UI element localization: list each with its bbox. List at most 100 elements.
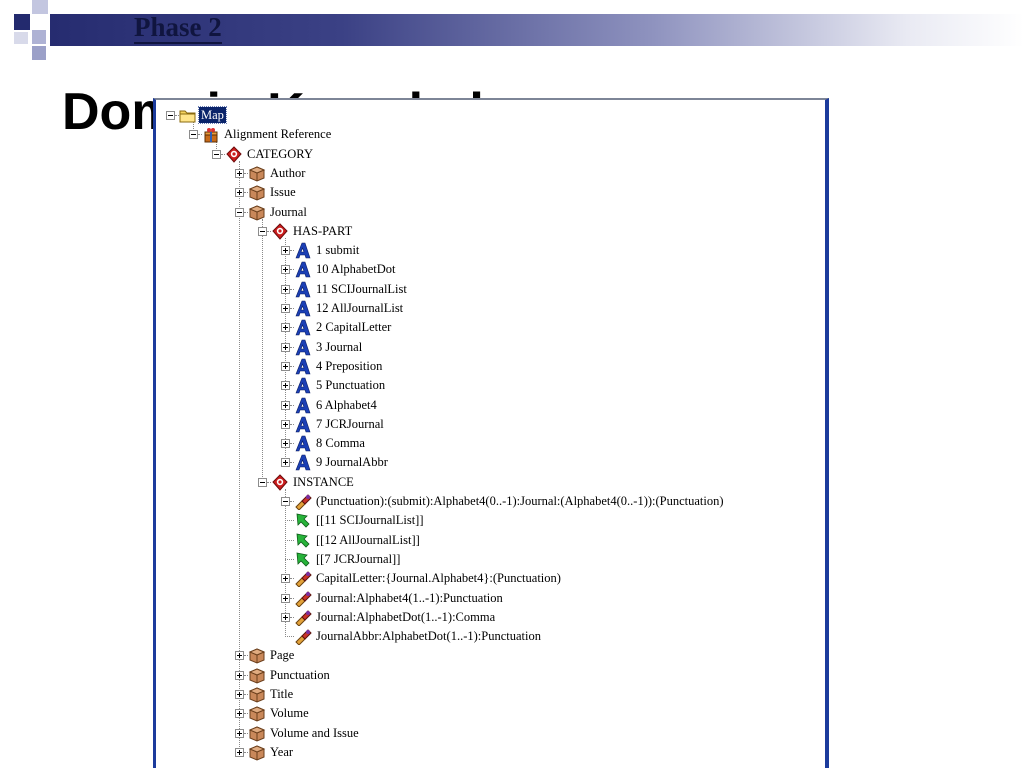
green-arrow-icon — [294, 512, 312, 529]
tree-branch-line — [290, 365, 294, 367]
tree-node-label: 3 Journal — [316, 339, 363, 354]
tree-node-label: 1 submit — [316, 243, 360, 258]
tree-node[interactable]: 7 JCRJournal — [162, 415, 822, 434]
expand-toggle[interactable] — [281, 342, 290, 352]
tree-node[interactable]: Volume and Issue — [162, 724, 822, 743]
expand-toggle[interactable] — [281, 284, 290, 294]
expand-toggle[interactable] — [281, 574, 290, 584]
tree-node[interactable]: Alignment Reference — [162, 125, 822, 144]
tree-node-label: 6 Alphabet4 — [316, 397, 377, 412]
tree-node[interactable]: (Punctuation):(submit):Alphabet4(0..-1):… — [162, 492, 822, 511]
tree-node[interactable]: 1 submit — [162, 241, 822, 260]
expand-toggle[interactable] — [281, 265, 290, 275]
letter-a-icon — [294, 261, 312, 278]
tree-node[interactable]: 11 SCIJournalList — [162, 280, 822, 299]
tree-node[interactable]: 2 CapitalLetter — [162, 318, 822, 337]
box-icon — [248, 184, 266, 201]
tree-node-label: Title — [270, 687, 294, 701]
tree-node[interactable]: CapitalLetter:{Journal.Alphabet4}:(Punct… — [162, 569, 822, 588]
tree-node-label: Journal:AlphabetDot(1..-1):Comma — [316, 609, 496, 624]
box-icon — [248, 686, 266, 703]
expand-toggle[interactable] — [281, 323, 290, 333]
tree-node[interactable]: Title — [162, 685, 822, 704]
expand-toggle[interactable] — [235, 651, 244, 661]
tree-node[interactable]: Journal:Alphabet4(1..-1):Punctuation — [162, 589, 822, 608]
tree-node-label: Punctuation — [270, 667, 330, 682]
collapse-toggle[interactable] — [166, 111, 175, 120]
tree-branch-line — [290, 288, 294, 290]
expand-toggle[interactable] — [235, 168, 244, 178]
tree-node[interactable]: Punctuation — [162, 666, 822, 685]
tree-branch-line — [244, 694, 248, 695]
letter-a-icon — [294, 416, 312, 433]
expand-toggle[interactable] — [281, 593, 290, 603]
expand-toggle[interactable] — [281, 361, 290, 371]
collapse-toggle[interactable] — [189, 130, 198, 140]
tree-node[interactable]: Map — [162, 106, 822, 125]
expand-toggle[interactable] — [281, 381, 290, 391]
green-arrow-icon — [294, 532, 312, 549]
tree-node[interactable]: [[12 AllJournalList]] — [162, 531, 822, 550]
tree-node[interactable]: 3 Journal — [162, 338, 822, 357]
pattern-icon — [294, 493, 312, 511]
letter-a-icon — [294, 281, 312, 298]
collapse-toggle[interactable] — [258, 226, 267, 236]
expand-toggle[interactable] — [281, 246, 290, 256]
tree-node-label: 9 JournalAbbr — [316, 455, 388, 470]
expand-toggle[interactable] — [281, 419, 290, 429]
tree-branch-line — [285, 539, 294, 541]
expand-toggle[interactable] — [281, 458, 290, 468]
box-icon — [248, 705, 266, 722]
tree-node[interactable]: 6 Alphabet4 — [162, 396, 822, 415]
tree-node[interactable]: Author — [162, 164, 822, 183]
expand-toggle[interactable] — [281, 612, 290, 622]
tree-node[interactable]: [[11 SCIJournalList]] — [162, 511, 822, 530]
tree-node[interactable]: Volume — [162, 704, 822, 723]
tree-node[interactable]: 9 JournalAbbr — [162, 453, 822, 472]
expand-toggle[interactable] — [235, 747, 244, 757]
collapse-toggle[interactable] — [281, 497, 290, 506]
tree-node[interactable]: 10 AlphabetDot — [162, 260, 822, 279]
folder-icon — [179, 107, 197, 124]
tree-node-label: [[12 AllJournalList]] — [316, 532, 420, 547]
tree-node[interactable]: Year — [162, 743, 822, 762]
expand-toggle[interactable] — [281, 400, 290, 410]
letter-a-icon — [294, 358, 312, 375]
tree-branch-line — [244, 192, 248, 194]
expand-toggle[interactable] — [235, 188, 244, 198]
tree-branch-line — [244, 732, 248, 734]
collapse-toggle[interactable] — [235, 207, 244, 217]
tree-branch-line — [244, 713, 248, 715]
tree-node[interactable]: Journal — [162, 203, 822, 222]
tree-node[interactable]: 5 Punctuation — [162, 376, 822, 395]
tree-node[interactable]: [[7 JCRJournal]] — [162, 550, 822, 569]
collapse-toggle[interactable] — [212, 149, 221, 159]
gift-box-icon — [202, 126, 220, 143]
tree-node[interactable]: Issue — [162, 183, 822, 202]
expand-toggle[interactable] — [235, 709, 244, 719]
tree-node[interactable]: Page — [162, 646, 822, 665]
tree-node[interactable]: 12 AllJournalList — [162, 299, 822, 318]
tree-branch-line — [290, 443, 294, 445]
expand-toggle[interactable] — [281, 439, 290, 449]
tree-node[interactable]: CATEGORY — [162, 145, 822, 164]
expand-toggle[interactable] — [235, 670, 244, 680]
deco-square-small — [14, 32, 28, 44]
tree-branch-line — [290, 385, 294, 387]
tree-node[interactable]: HAS-PART — [162, 222, 822, 241]
tree-node-label: 5 Punctuation — [316, 378, 386, 393]
tree-branch-line — [290, 616, 294, 618]
expand-toggle[interactable] — [235, 728, 244, 738]
tree-node[interactable]: JournalAbbr:AlphabetDot(1..-1):Punctuati… — [162, 627, 822, 646]
tree-branch-line — [290, 578, 294, 580]
tree-branch-line — [244, 211, 248, 213]
collapse-toggle[interactable] — [258, 477, 267, 487]
tree-branch-line — [290, 423, 294, 425]
tree-node[interactable]: 8 Comma — [162, 434, 822, 453]
tree-branch-line — [290, 269, 294, 271]
tree-node[interactable]: Journal:AlphabetDot(1..-1):Comma — [162, 608, 822, 627]
tree-node[interactable]: INSTANCE — [162, 473, 822, 492]
expand-toggle[interactable] — [235, 690, 244, 699]
expand-toggle[interactable] — [281, 304, 290, 313]
tree-node[interactable]: 4 Preposition — [162, 357, 822, 376]
